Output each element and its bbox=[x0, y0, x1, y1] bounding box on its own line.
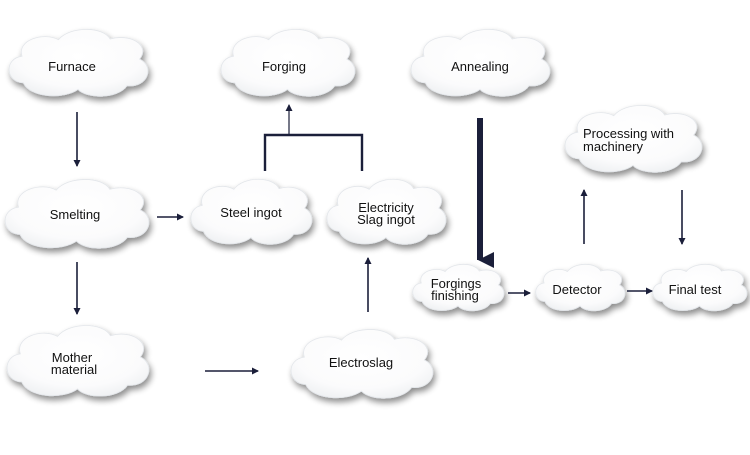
cloud-shape bbox=[412, 263, 505, 312]
cloud-smelting bbox=[4, 179, 150, 249]
cloud-shape bbox=[564, 105, 703, 173]
cloud-electricity-slag-ingot bbox=[326, 178, 447, 245]
cloud-shape bbox=[220, 29, 356, 97]
node-label-detector: Detector bbox=[552, 282, 602, 297]
bracket-ingots-to-forging bbox=[263, 133, 364, 171]
node-label-electroslag: Electroslag bbox=[329, 355, 393, 370]
cloud-shape bbox=[535, 263, 626, 312]
cloud-shape bbox=[8, 29, 149, 97]
node-label-mother-line-2: material bbox=[51, 362, 97, 377]
cloud-furnace bbox=[8, 29, 149, 97]
cloud-steel-ingot bbox=[190, 178, 313, 245]
node-label-processing-line-2: machinery bbox=[583, 139, 643, 154]
cloud-mother-material bbox=[6, 325, 150, 397]
cloud-detector bbox=[535, 263, 626, 312]
cloud-forgings-finishing bbox=[412, 263, 505, 312]
cloud-shape bbox=[290, 329, 434, 399]
node-label-annealing: Annealing bbox=[451, 59, 509, 74]
node-label-mother-line-1: Mother bbox=[52, 350, 93, 365]
cloud-shape bbox=[410, 29, 551, 97]
node-label-electricity-slag-line-1: Electricity bbox=[358, 200, 414, 215]
cloud-shape bbox=[652, 263, 748, 312]
node-label-electricity-slag-line-2: Slag ingot bbox=[357, 212, 415, 227]
cloud-shape bbox=[4, 179, 150, 249]
cloud-processing-with-machinery bbox=[564, 105, 703, 173]
node-label-steel-ingot: Steel ingot bbox=[220, 205, 282, 220]
node-label-final-test: Final test bbox=[669, 282, 722, 297]
cloud-final-test bbox=[652, 263, 748, 312]
cloud-shape bbox=[190, 178, 313, 245]
node-label-forging: Forging bbox=[262, 59, 306, 74]
cloud-shape bbox=[326, 178, 447, 245]
node-label-forgings-line-1: Forgings bbox=[431, 276, 482, 291]
node-label-furnace: Furnace bbox=[48, 59, 96, 74]
node-label-forgings-line-2: finishing bbox=[431, 288, 479, 303]
node-label-processing-line-1: Processing with bbox=[583, 126, 674, 141]
cloud-annealing bbox=[410, 29, 551, 97]
node-label-smelting: Smelting bbox=[50, 207, 101, 222]
connectors bbox=[73, 104, 686, 375]
cloud-shape bbox=[6, 325, 150, 397]
cloud-electroslag bbox=[290, 329, 434, 399]
cloud-forging bbox=[220, 29, 356, 97]
